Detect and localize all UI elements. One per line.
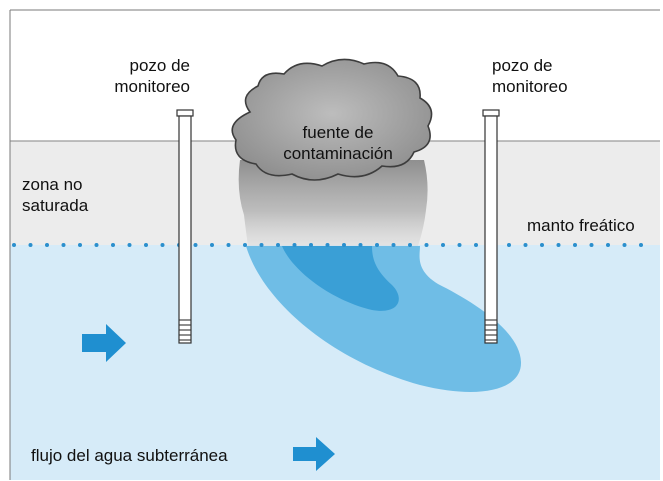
water-table-dot [259, 243, 264, 247]
water-table-dot [424, 243, 429, 247]
water-table-dot [540, 243, 544, 247]
well-screen-right [485, 319, 497, 341]
monitoring-well-left [176, 109, 194, 344]
water-table-dot [325, 243, 330, 247]
label-flow: flujo del agua subterránea [31, 446, 228, 465]
water-table-dot [441, 243, 445, 247]
water-table-line [12, 243, 643, 247]
water-table-dot [622, 243, 627, 247]
label-unsaturated-line2: saturada [22, 196, 89, 215]
water-table-dot [276, 243, 280, 247]
water-table-dot [28, 243, 33, 247]
water-table-dot [144, 243, 148, 247]
water-table-dot [210, 243, 214, 247]
water-table-dot [375, 243, 379, 247]
water-table-dot [457, 243, 462, 247]
label-well-right-line1: pozo de [492, 56, 553, 75]
contaminant-plume-core [282, 246, 399, 311]
contaminant-seepage [238, 160, 428, 246]
label-well-right-line2: monitoreo [492, 77, 568, 96]
water-table-dot [342, 243, 346, 247]
water-table-dot [160, 243, 165, 247]
water-table-dot [292, 243, 297, 247]
water-table-dot [639, 243, 643, 247]
water-table-dot [94, 243, 99, 247]
water-table-dot [507, 243, 511, 247]
well-screen-left [179, 319, 191, 341]
monitoring-well-right [482, 109, 500, 344]
label-well-left-line1: pozo de [129, 56, 191, 75]
water-table-dot [589, 243, 594, 247]
water-table-dot [573, 243, 577, 247]
water-table-dot [606, 243, 610, 247]
label-source-line1: fuente de [302, 123, 374, 142]
water-table-dot [408, 243, 412, 247]
label-well-right: pozo de monitoreo [492, 55, 568, 97]
right-arrow-icon [293, 437, 335, 471]
water-table-dot [78, 243, 82, 247]
label-well-left: pozo de monitoreo [112, 55, 190, 97]
water-table-dot [61, 243, 66, 247]
label-water-table: manto freático [527, 216, 635, 235]
water-table-dot [556, 243, 561, 247]
label-source: fuente de contaminación [258, 122, 418, 164]
water-table-dot [226, 243, 231, 247]
label-well-left-line2: monitoreo [114, 77, 190, 96]
water-table-dot [391, 243, 396, 247]
water-table-dot [12, 243, 16, 247]
water-table-dot [474, 243, 478, 247]
water-table-dot [193, 243, 198, 247]
label-unsaturated-zone: zona no saturada [22, 174, 88, 216]
water-table-dot [309, 243, 313, 247]
water-table-dot [45, 243, 49, 247]
water-table-dot [111, 243, 115, 247]
cloud-icon [231, 58, 433, 181]
label-source-line2: contaminación [283, 144, 393, 163]
water-table-dot [523, 243, 528, 247]
water-table-dot [358, 243, 363, 247]
label-unsaturated-line1: zona no [22, 175, 83, 194]
right-arrow-icon [82, 324, 126, 362]
water-table-dot [243, 243, 247, 247]
water-table-dot [127, 243, 132, 247]
